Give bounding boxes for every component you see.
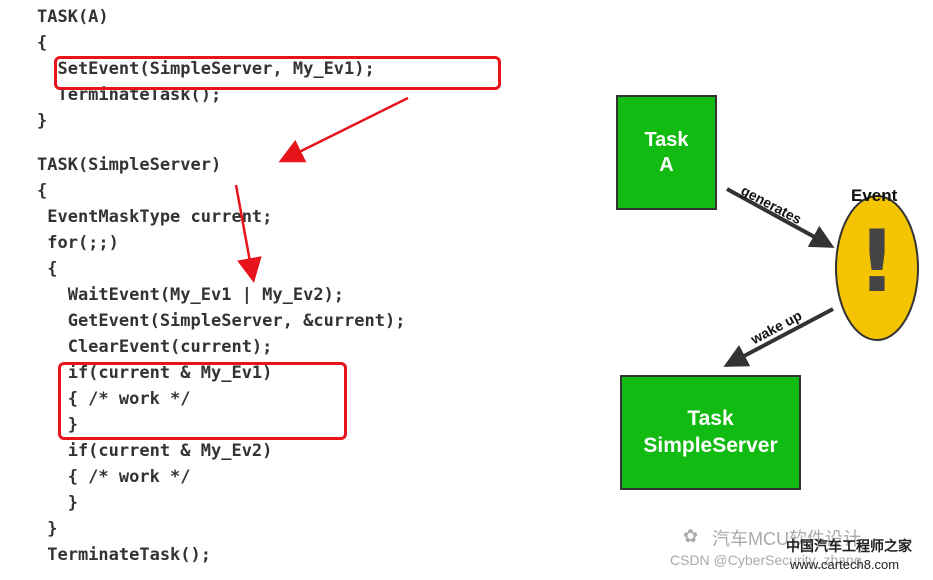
code-line: SetEvent(SimpleServer, My_Ev1); bbox=[37, 59, 375, 79]
task-simpleserver-line2: SimpleServer bbox=[643, 433, 778, 457]
task-simpleserver-box: Task SimpleServer bbox=[620, 375, 801, 490]
event-label: Event bbox=[851, 186, 898, 205]
watermark-site-url: www.cartech8.com bbox=[790, 557, 900, 572]
task-a-line2: A bbox=[659, 153, 674, 176]
event-ellipse bbox=[835, 195, 919, 341]
watermark-site-cn: 中国汽车工程师之家 bbox=[786, 538, 912, 554]
task-simpleserver-line1: Task bbox=[687, 407, 734, 431]
code-line: WaitEvent(My_Ev1 | My_Ev2); bbox=[37, 285, 345, 305]
code-line: } bbox=[37, 415, 78, 435]
code-line: { bbox=[37, 33, 48, 53]
watermark-csdn: CSDN @CyberSecurity_zhang bbox=[670, 552, 862, 568]
code-line: GetEvent(SimpleServer, &current); bbox=[37, 311, 406, 331]
code-line: } bbox=[37, 519, 58, 539]
task-a-box: Task A bbox=[616, 95, 717, 210]
code-task-a: TASK(A) { SetEvent(SimpleServer, My_Ev1)… bbox=[37, 4, 375, 134]
code-line: TASK(SimpleServer) bbox=[37, 155, 222, 175]
red-arrow-to-waitevent bbox=[234, 184, 262, 283]
code-line: EventMaskType current; bbox=[37, 207, 273, 227]
code-line: } bbox=[37, 493, 78, 513]
arrow-generates bbox=[726, 187, 835, 248]
code-line: { /* work */ bbox=[37, 467, 191, 487]
code-line: ClearEvent(current); bbox=[37, 337, 273, 357]
watermark-account: 汽车MCU软件设计 bbox=[712, 529, 861, 549]
code-line: TerminateTask(); bbox=[37, 85, 222, 105]
code-task-simpleserver: TASK(SimpleServer) { EventMaskType curre… bbox=[37, 152, 405, 568]
arrow-wake-up bbox=[723, 307, 834, 367]
code-line: if(current & My_Ev1) bbox=[37, 363, 273, 383]
task-a-line1: Task bbox=[644, 128, 689, 151]
code-line: if(current & My_Ev2) bbox=[37, 441, 273, 461]
code-line: TerminateTask(); bbox=[37, 545, 211, 565]
code-line: { /* work */ bbox=[37, 389, 191, 409]
code-line: { bbox=[37, 259, 58, 279]
code-line: { bbox=[37, 181, 48, 201]
code-line: for(;;) bbox=[37, 233, 119, 253]
watermark-wechat-icon: ✿ bbox=[683, 526, 699, 546]
red-arrow-to-task-server bbox=[278, 96, 409, 163]
code-line: } bbox=[37, 111, 48, 131]
code-line: TASK(A) bbox=[37, 7, 109, 27]
event-exclamation-icon: ! bbox=[857, 212, 897, 312]
